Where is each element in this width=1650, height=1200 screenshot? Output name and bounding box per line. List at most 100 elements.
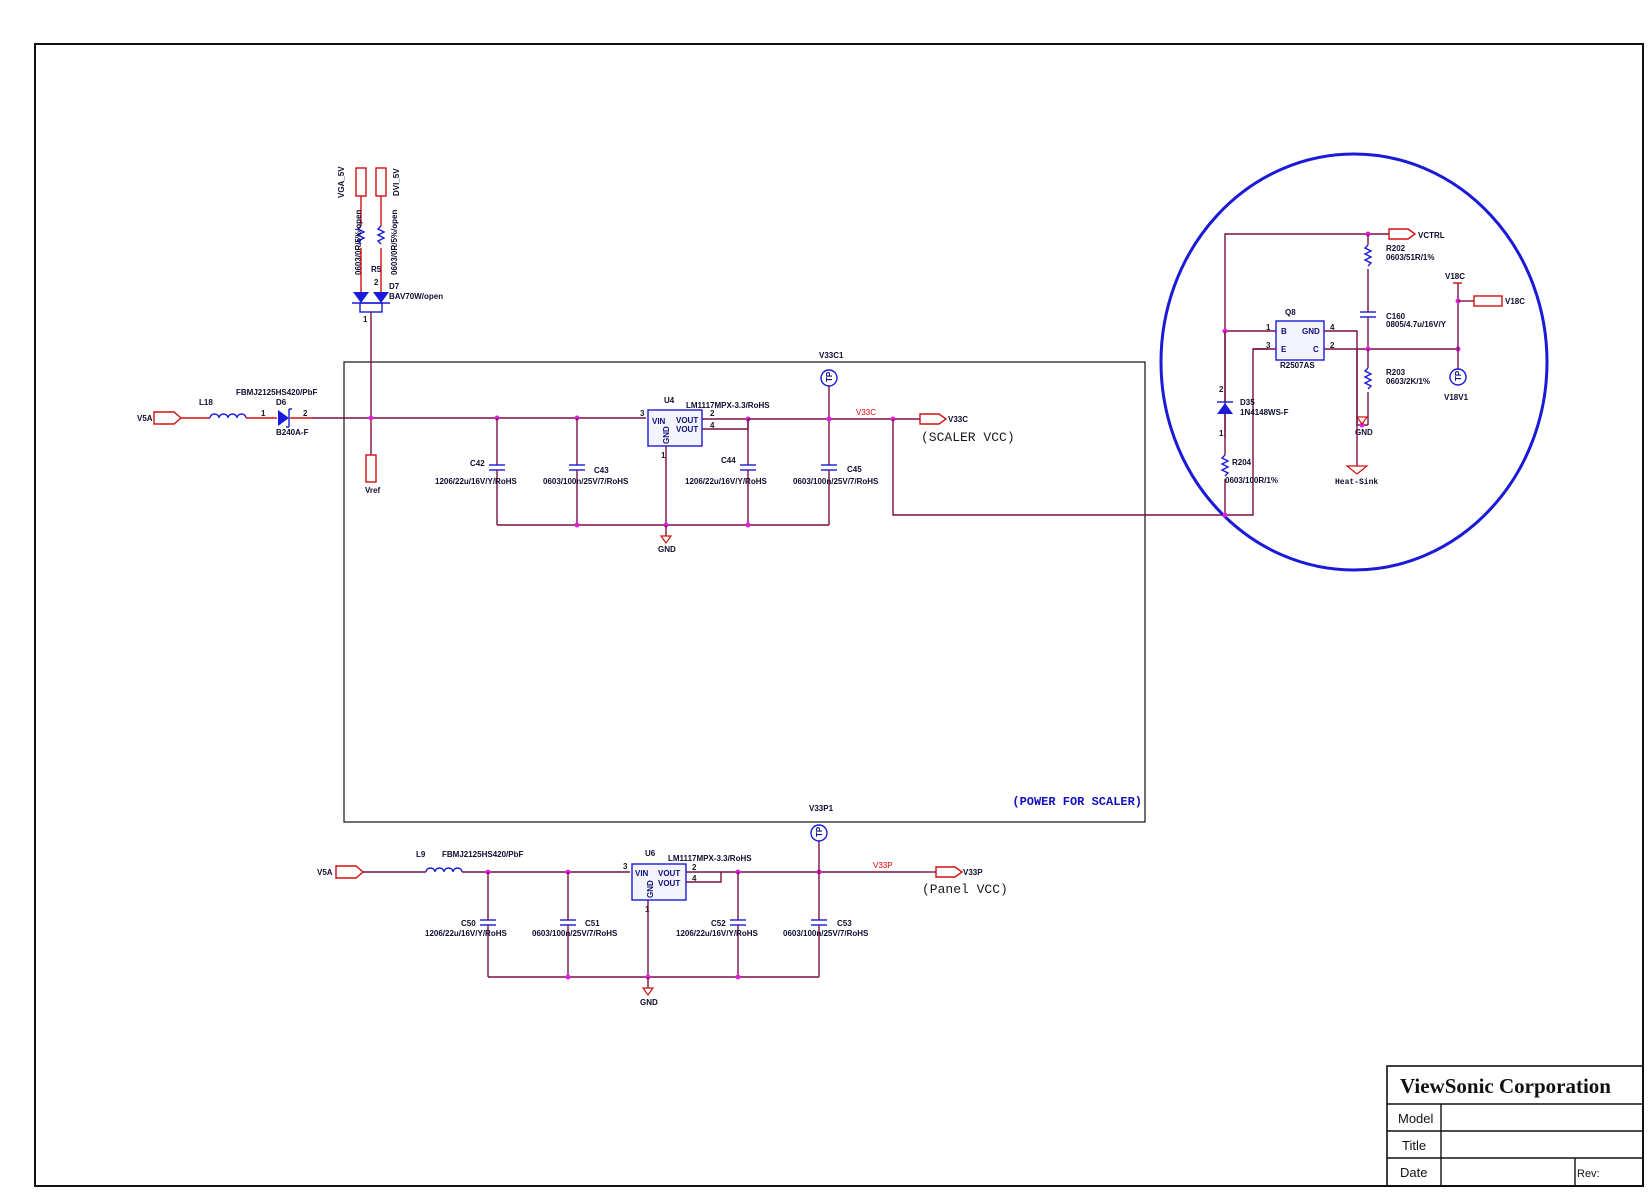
vctrl-label: VCTRL <box>1418 231 1445 240</box>
r203-part: 0603/2K/1% <box>1386 377 1430 386</box>
d7-ref: D7 <box>389 282 400 291</box>
svg-text:VIN: VIN <box>652 417 666 426</box>
l18-inductor <box>209 413 247 419</box>
c43-ref: C43 <box>594 466 609 475</box>
date-label: Date <box>1400 1165 1427 1180</box>
c160-ref: C160 <box>1386 312 1406 321</box>
thermal-control-circuit: VCTRL R202 0603/51R/1% C160 0805/4.7u/16… <box>1159 152 1549 572</box>
svg-text:1: 1 <box>1219 429 1224 438</box>
company-name: ViewSonic Corporation <box>1400 1074 1611 1098</box>
tp-v33p1-label: V33P1 <box>809 804 834 813</box>
tp-v18v1 <box>1449 368 1467 386</box>
u4-ref: U4 <box>664 396 675 405</box>
svg-text:3: 3 <box>623 862 628 871</box>
resistor-left-part: 0603/0R/5%/open <box>354 210 363 275</box>
dvi-5v-port <box>375 167 387 197</box>
v33p-port <box>935 866 964 878</box>
d7-diode-b <box>373 292 389 303</box>
svg-text:1: 1 <box>661 451 666 460</box>
gnd-symbol-q8 <box>1355 416 1369 426</box>
title-label: Title <box>1402 1138 1426 1153</box>
svg-text:VOUT: VOUT <box>676 425 698 434</box>
v18c-port <box>1473 295 1503 307</box>
v33c-port-label: V33C <box>948 415 968 424</box>
svg-text:B: B <box>1281 327 1287 336</box>
svg-text:4: 4 <box>710 421 715 430</box>
svg-text:TP: TP <box>815 826 824 837</box>
svg-text:2: 2 <box>303 409 308 418</box>
svg-text:GND: GND <box>1355 428 1373 437</box>
d35-diode <box>1217 403 1233 414</box>
r202-resistor <box>1363 244 1373 267</box>
d6-part: B240A-F <box>276 428 309 437</box>
c45-part: 0603/100n/25V/7/RoHS <box>793 477 879 486</box>
panel-vcc-note: (Panel VCC) <box>922 882 1008 897</box>
c52-part: 1206/22u/16V/Y/RoHS <box>676 929 758 938</box>
v33c-port <box>919 413 948 425</box>
vref-port <box>365 454 377 483</box>
l9-ref: L9 <box>416 850 426 859</box>
svg-text:GND: GND <box>640 998 658 1007</box>
d35-part: 1N4148WS-F <box>1240 408 1289 417</box>
u4-part: LM1117MPX-3.3/RoHS <box>686 401 770 410</box>
r204-ref: R204 <box>1232 458 1252 467</box>
svg-text:GND: GND <box>662 426 671 444</box>
title-block: ViewSonic Corporation Model Title Date R… <box>1386 1065 1644 1187</box>
svg-text:1: 1 <box>1266 323 1271 332</box>
svg-text:2: 2 <box>692 863 697 872</box>
svg-text:2: 2 <box>1219 385 1224 394</box>
v5a-port-top <box>153 411 183 425</box>
v5a-label-bottom: V5A <box>317 868 333 877</box>
l9-part: FBMJ2125HS420/PbF <box>442 850 523 859</box>
gnd-symbol-top <box>659 535 673 545</box>
r5-ref: R5 <box>371 265 382 274</box>
heat-sink-label: Heat-Sink <box>1335 478 1378 487</box>
u4-regulator <box>647 409 703 447</box>
svg-text:VIN: VIN <box>635 869 649 878</box>
u6-ref: U6 <box>645 849 656 858</box>
r203-resistor <box>1363 367 1373 390</box>
vga-5v-label: VGA_5V <box>337 166 346 198</box>
scaler-box <box>343 361 1146 823</box>
v18c-top-label: V18C <box>1445 272 1465 281</box>
r203-ref: R203 <box>1386 368 1406 377</box>
c44-part: 1206/22u/16V/Y/RoHS <box>685 477 767 486</box>
c52-ref: C52 <box>711 919 726 928</box>
bottom-regulator-circuit: V5A L9 FBMJ2125HS420/PbF C50 1206/22u/16… <box>317 804 1008 1007</box>
tp-v18v1-label: V18V1 <box>1444 393 1469 402</box>
v33c-net-label: V33C <box>856 408 876 417</box>
v18c-port-label: V18C <box>1505 297 1525 306</box>
dvi-5v-label: DVI_5V <box>392 168 401 196</box>
svg-text:VOUT: VOUT <box>676 416 698 425</box>
c160-part: 0805/4.7u/16V/Y <box>1386 320 1447 329</box>
u6-part: LM1117MPX-3.3/RoHS <box>668 854 752 863</box>
heat-sink-symbol <box>1345 465 1369 475</box>
d6-ref: D6 <box>276 398 287 407</box>
q8-part: R2507AS <box>1280 361 1315 370</box>
v33p-net-label: V33P <box>873 861 893 870</box>
c44-ref: C44 <box>721 456 736 465</box>
c42-ref: C42 <box>470 459 485 468</box>
rev-label: Rev: <box>1577 1168 1600 1180</box>
d7-part: BAV70W/open <box>389 292 443 301</box>
c51-ref: C51 <box>585 919 600 928</box>
vref-label: Vref <box>365 486 380 495</box>
svg-text:2: 2 <box>710 409 715 418</box>
svg-text:2: 2 <box>374 278 379 287</box>
v5a-port-bottom <box>335 865 365 879</box>
sheet-border <box>34 43 1644 1187</box>
svg-text:E: E <box>1281 345 1287 354</box>
svg-text:VOUT: VOUT <box>658 869 680 878</box>
c45-ref: C45 <box>847 465 862 474</box>
v33p-port-label: V33P <box>963 868 983 877</box>
v5a-label-top: V5A <box>137 414 153 423</box>
c50-ref: C50 <box>461 919 476 928</box>
r202-ref: R202 <box>1386 244 1406 253</box>
svg-text:1: 1 <box>261 409 266 418</box>
svg-text:3: 3 <box>640 409 645 418</box>
svg-text:TP: TP <box>1454 370 1463 381</box>
c53-ref: C53 <box>837 919 852 928</box>
q8-transistor <box>1275 320 1325 361</box>
svg-text:GND: GND <box>658 545 676 554</box>
d6-diode <box>278 410 289 426</box>
